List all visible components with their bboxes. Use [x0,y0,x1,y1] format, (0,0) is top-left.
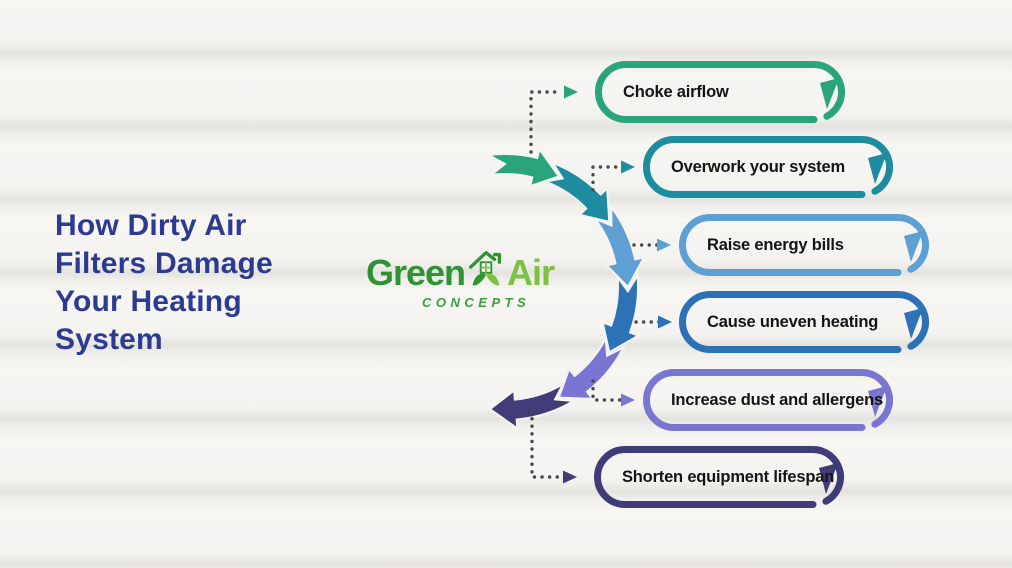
pill-overwork-your-system: Overwork your system [643,136,893,198]
pill-label: Choke airflow [623,82,729,101]
pill-arrow-icon [819,463,838,494]
pill-outline [679,291,929,353]
connector-increase-dust-and-allergens [591,379,635,407]
logo-row: Green Air [366,248,586,297]
pill-label: Raise energy bills [707,235,844,254]
arrowhead-icon [657,238,671,252]
house-leaf-icon [463,248,509,293]
arc-segment-increase-dust-and-allergens [557,334,626,400]
pill-choke-airflow: Choke airflow [595,61,845,123]
pill-outline [643,369,893,431]
arrowhead-icon [563,470,577,484]
logo-subtitle: CONCEPTS [422,295,531,310]
arrowhead-icon [564,85,578,99]
pill-arrow-icon [868,386,887,417]
pill-outline [595,61,845,123]
dotted-line [591,379,622,402]
arc-segment-choke-airflow [485,146,561,188]
connector-choke-airflow [529,85,578,154]
arc-segment-cause-uneven-heating [601,272,641,354]
brand-logo: Green Air CONCEPTS [366,248,586,310]
pill-outline [594,446,844,508]
dotted-line [530,409,564,479]
arc-segment-overwork-your-system [541,160,611,224]
pill-raise-energy-bills: Raise energy bills [679,214,929,276]
connector-overwork-your-system [591,160,635,192]
pill-label: Shorten equipment lifespan [622,467,835,486]
arrowhead-icon [658,315,672,329]
pill-arrow-icon [820,78,839,109]
pill-shorten-equipment-lifespan: Shorten equipment lifespan [594,446,844,508]
dotted-line [529,90,564,154]
connector-shorten-equipment-lifespan [530,409,577,484]
pill-label: Overwork your system [671,157,845,176]
dotted-line [591,165,622,192]
connector-raise-energy-bills [632,238,671,252]
pill-outline [643,136,893,198]
pill-arrow-icon [868,153,887,184]
logo-word-air: Air [507,251,555,293]
pill-arrow-icon [904,308,923,339]
logo-word-green: Green [366,251,466,293]
pill-cause-uneven-heating: Cause uneven heating [679,291,929,353]
pill-label: Cause uneven heating [707,312,879,331]
pill-arrow-icon [904,231,923,262]
pill-label: Increase dust and allergens [671,390,883,409]
connector-cause-uneven-heating [634,315,672,329]
pill-outline [679,214,929,276]
arrowhead-icon [621,393,635,407]
arc-segment-raise-energy-bills [592,203,646,289]
pill-increase-dust-and-allergens: Increase dust and allergens [643,369,893,431]
page-title: How Dirty Air Filters Damage Your Heatin… [55,209,273,356]
arc-segment-shorten-equipment-lifespan [488,381,577,431]
arrowhead-icon [621,160,635,174]
